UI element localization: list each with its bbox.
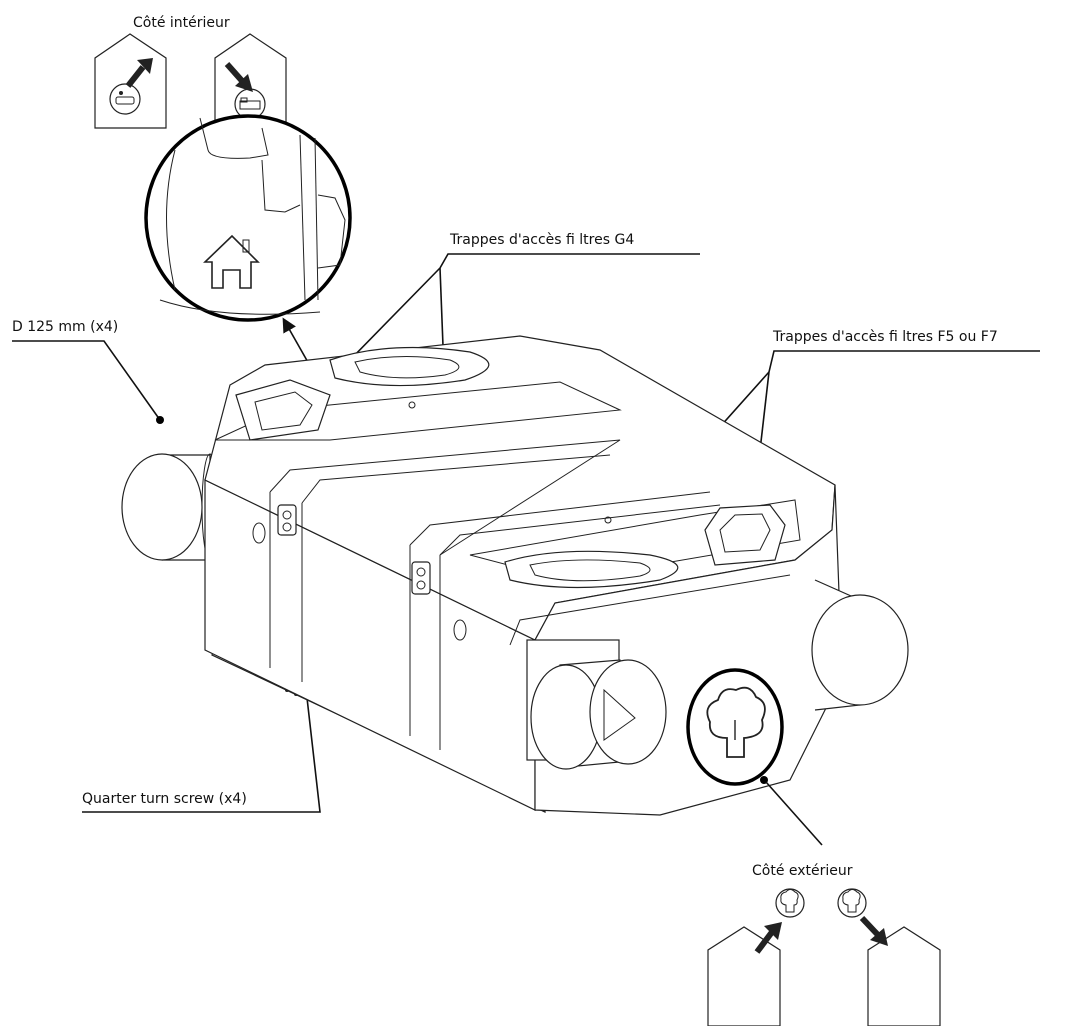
exterior-side-label: Côté extérieur: [752, 863, 853, 879]
interior-supply-house: [214, 33, 287, 129]
down-arrow-icon: [224, 62, 253, 92]
interior-extract-house: [94, 33, 167, 129]
f5-f7-filter-doors-label: Trappes d'accès fi ltres F5 ou F7: [772, 329, 998, 345]
house-icon: [203, 234, 260, 289]
tree-icon: [706, 686, 766, 758]
front-duct: [526, 639, 667, 770]
g4-filter-doors-label: Trappes d'accès fi ltres G4: [449, 232, 634, 248]
duct-diameter-label: D 125 mm (x4): [12, 319, 118, 335]
exterior-intake-house: [707, 888, 805, 1026]
quarter-turn-screw-label: Quarter turn screw (x4): [82, 791, 247, 807]
tree-icon: [775, 888, 805, 918]
up-arrow-icon: [754, 922, 782, 954]
left-duct: [121, 453, 219, 561]
quarter-turn-screw-2: [411, 561, 431, 595]
bathroom-icon: [109, 83, 141, 115]
exterior-exhaust-house: [837, 888, 941, 1026]
up-arrow-icon: [125, 58, 153, 88]
interior-detail-magnifier: [144, 114, 352, 322]
tree-icon: [837, 888, 867, 918]
interior-side-label: Côté intérieur: [133, 15, 230, 31]
quarter-turn-screw-1: [277, 504, 297, 536]
ventilation-unit: [121, 335, 909, 816]
down-arrow-icon: [859, 915, 888, 946]
exterior-marker: [686, 668, 784, 786]
right-duct: [811, 579, 909, 711]
